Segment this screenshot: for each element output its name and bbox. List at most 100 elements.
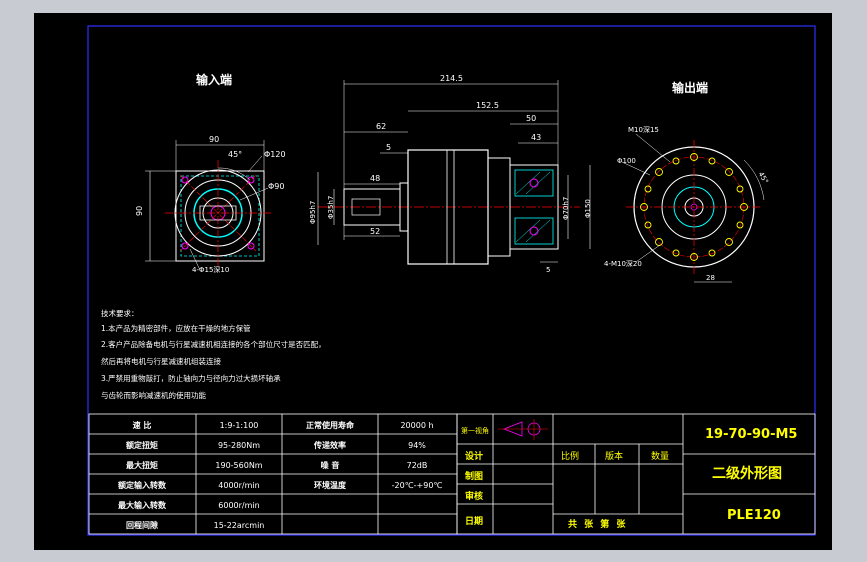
side-dim-50: 50 <box>526 114 536 123</box>
drawing-sheet <box>34 13 832 550</box>
input-bolt-hole <box>181 176 189 184</box>
spec-cell: 回程间隙 <box>126 520 158 530</box>
notes-title: 技术要求： <box>101 308 139 318</box>
side-dim-52: 52 <box>370 227 380 236</box>
input-bolt-hole <box>247 176 255 184</box>
output-dim-dia100: Φ100 <box>617 157 636 165</box>
side-dim-total: 214.5 <box>440 74 463 83</box>
output-bolt-hole <box>672 157 680 165</box>
side-dim-shaft-dia: Φ35h7 <box>327 196 335 219</box>
tb-version: 版本 <box>605 450 623 462</box>
spec-cell: 4000r/min <box>218 481 259 490</box>
spec-cell: 噪 音 <box>321 460 340 470</box>
output-bolt <box>529 226 539 236</box>
input-dim-bolt-circle: Φ120 <box>264 150 286 159</box>
leader <box>635 133 671 163</box>
side-dim-43: 43 <box>531 133 541 142</box>
side-dim-5: 5 <box>386 143 391 152</box>
output-bolt-holes <box>640 153 748 261</box>
note-line: 与齿轮而影响减速机的使用功能 <box>101 390 206 400</box>
spec-table <box>88 413 458 535</box>
output-bolt-hole <box>725 238 733 246</box>
input-keyway <box>199 205 237 221</box>
input-dim-height: 90 <box>135 206 144 216</box>
tb-scale: 比例 <box>561 450 579 462</box>
leader <box>247 155 263 173</box>
output-hatch-top <box>514 169 554 197</box>
input-end-view: 输入端 90 90 45° Φ120 Φ90 4-Φ15深10 <box>135 72 286 274</box>
tb-projection: 第一视角 <box>461 426 489 435</box>
output-view-title: 输出端 <box>672 80 708 95</box>
spec-cell: 速 比 <box>133 420 152 430</box>
output-bolt-hole <box>708 249 716 257</box>
tb-drafting: 制图 <box>465 470 483 482</box>
spec-cell: 额定输入转数 <box>118 480 167 490</box>
spec-cell: 95-280Nm <box>218 441 260 450</box>
output-dim-28: 28 <box>706 274 715 282</box>
output-dim-m10: M10深15 <box>628 125 659 134</box>
spec-cell: 环境温度 <box>314 480 347 490</box>
output-bolt <box>529 178 539 188</box>
leader <box>621 161 651 176</box>
note-line: 然后再将电机与行星减速机组装连接 <box>101 356 221 366</box>
tb-sheets: 共 张 第 张 <box>568 518 627 530</box>
output-bolt-hole <box>655 168 663 176</box>
title-block <box>456 413 816 535</box>
output-bolt-hole <box>740 203 748 211</box>
output-bolt-hole <box>690 153 698 161</box>
tb-drawing-title: 二级外形图 <box>712 465 782 482</box>
input-dim-bore: Φ90 <box>268 182 284 191</box>
spec-cell: 72dB <box>407 461 428 470</box>
input-angle-arc <box>217 167 251 181</box>
tb-date: 日期 <box>465 515 483 527</box>
output-angle-arc <box>743 159 765 201</box>
spec-cell: 15-22arcmin <box>214 521 265 530</box>
output-bolt-hole <box>644 185 652 193</box>
hatch <box>515 171 541 195</box>
output-dim-holes: 4-M10深20 <box>604 259 642 268</box>
tb-model-name: PLE120 <box>727 508 781 523</box>
hatch <box>515 219 541 243</box>
input-diag-2 <box>179 174 257 252</box>
side-dim-body: 152.5 <box>476 101 499 110</box>
spec-cell: 最大输入转数 <box>118 500 167 510</box>
spec-cell: 最大扭矩 <box>126 460 158 470</box>
shaft-key <box>351 198 381 216</box>
spec-cell: 6000r/min <box>218 501 259 510</box>
tb-review: 审核 <box>465 490 483 502</box>
side-dim-48: 48 <box>370 174 380 183</box>
spec-cell: 额定扭矩 <box>126 440 158 450</box>
spec-cell: 1:9-1:100 <box>220 421 259 430</box>
input-dim-width: 90 <box>209 135 219 144</box>
spec-cell: 传递效率 <box>313 440 346 450</box>
tb-design: 设计 <box>465 450 483 462</box>
side-dim-left-dia: Φ95h7 <box>309 201 317 224</box>
title-block-frame <box>456 413 816 535</box>
tb-model-code: 19-70-90-M5 <box>705 427 797 442</box>
spec-cell: 94% <box>408 441 426 450</box>
note-line: 1.本产品为精密部件，应放在干燥的地方保管 <box>101 323 251 333</box>
side-view: 214.5 152.5 62 50 43 5 48 52 Φ95h7 Φ35h7… <box>309 74 592 274</box>
output-end-view: 输出端 M10深15 Φ100 <box>604 80 770 283</box>
input-view-title: 输入端 <box>196 72 232 87</box>
spec-cell: 20000 h <box>400 421 433 430</box>
output-bolt-hole <box>708 157 716 165</box>
input-bolt-hole <box>247 242 255 250</box>
note-line: 2.客户产品除备电机与行星减速机相连接的各个部位尺寸是否匹配， <box>101 339 326 349</box>
output-bolt-hole <box>690 253 698 261</box>
tb-quantity: 数量 <box>651 450 669 462</box>
output-bolt-hole <box>640 203 648 211</box>
note-line: 3.严禁用重物敲打，防止轴向力与径向力过大损坏轴承 <box>101 373 281 383</box>
spec-cell: 190-560Nm <box>215 461 262 470</box>
input-dim-holes: 4-Φ15深10 <box>192 265 229 274</box>
input-dim-angle: 45° <box>228 150 242 159</box>
output-bolt-hole <box>725 168 733 176</box>
side-dim-bottom: 5 <box>546 266 550 274</box>
output-bolt-hole <box>672 249 680 257</box>
input-bolt-hole <box>181 242 189 250</box>
projection-symbol-icon <box>498 419 548 440</box>
input-square-flange <box>175 170 265 262</box>
output-housing <box>509 164 559 250</box>
